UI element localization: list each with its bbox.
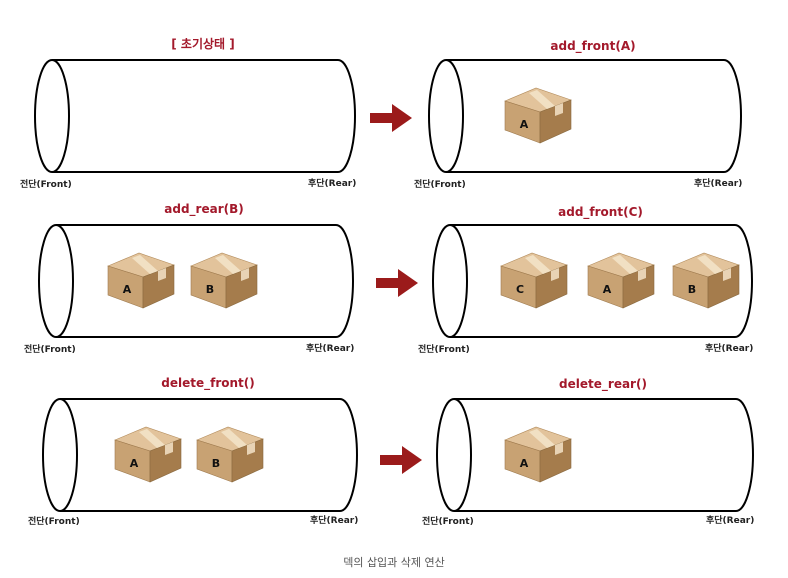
panel-title: delete_front() bbox=[161, 376, 255, 391]
deque-cylinder-body bbox=[454, 398, 754, 512]
panel-title: delete_rear() bbox=[559, 377, 647, 392]
deque-cylinder-body bbox=[60, 398, 358, 512]
box-B: B bbox=[196, 426, 264, 483]
rear-label: 후단(Rear) bbox=[306, 342, 354, 354]
deque-cylinder-body bbox=[446, 59, 742, 173]
deque-cylinder-body bbox=[450, 224, 753, 338]
deque-panel-6: delete_rear() 전단(Front) 후단(Rear) A bbox=[422, 377, 754, 527]
rear-label: 후단(Rear) bbox=[706, 514, 754, 526]
deque-front-opening bbox=[428, 59, 464, 173]
box-label: B bbox=[212, 457, 220, 470]
rear-label: 후단(Rear) bbox=[694, 177, 742, 189]
box-A: A bbox=[107, 252, 175, 309]
box-label: A bbox=[123, 283, 132, 296]
box-label: A bbox=[130, 457, 139, 470]
panel-title: [ 초기상태 ] bbox=[171, 36, 235, 51]
rear-label: 후단(Rear) bbox=[310, 514, 358, 526]
box-label: B bbox=[688, 283, 696, 296]
front-label: 전단(Front) bbox=[28, 515, 80, 527]
deque-panel-2: add_front(A) 전단(Front) 후단(Rear) A bbox=[414, 39, 742, 190]
box-label: A bbox=[603, 283, 612, 296]
deque-panel-3: add_rear(B) 전단(Front) 후단(Rear) A B bbox=[24, 202, 354, 355]
box-label: B bbox=[206, 283, 214, 296]
panel-title: add_rear(B) bbox=[164, 202, 243, 217]
front-label: 전단(Front) bbox=[24, 343, 76, 355]
deque-panel-1: [ 초기상태 ] 전단(Front) 후단(Rear) bbox=[20, 36, 356, 190]
panel-title: add_front(A) bbox=[550, 39, 635, 54]
deque-front-opening bbox=[432, 224, 468, 338]
figure-caption: 덱의 삽입과 삭제 연산 bbox=[343, 556, 445, 569]
box-label: C bbox=[516, 283, 524, 296]
front-label: 전단(Front) bbox=[418, 343, 470, 355]
deque-front-opening bbox=[436, 398, 472, 512]
deque-panel-5: delete_front() 전단(Front) 후단(Rear) A B bbox=[28, 376, 358, 527]
deque-panel-4: add_front(C) 전단(Front) 후단(Rear) C A B bbox=[418, 205, 753, 355]
box-B: B bbox=[672, 252, 740, 309]
transition-arrow bbox=[376, 269, 418, 297]
box-A: A bbox=[587, 252, 655, 309]
deque-front-opening bbox=[42, 398, 78, 512]
box-label: A bbox=[520, 118, 529, 131]
rear-label: 후단(Rear) bbox=[705, 342, 753, 354]
deque-cylinder-body bbox=[52, 59, 356, 173]
front-label: 전단(Front) bbox=[422, 515, 474, 527]
panel-title: add_front(C) bbox=[558, 205, 643, 220]
box-B: B bbox=[190, 252, 258, 309]
deque-front-opening bbox=[34, 59, 70, 173]
box-A: A bbox=[504, 426, 572, 483]
box-label: A bbox=[520, 457, 529, 470]
box-A: A bbox=[114, 426, 182, 483]
front-label: 전단(Front) bbox=[414, 178, 466, 190]
front-label: 전단(Front) bbox=[20, 178, 72, 190]
rear-label: 후단(Rear) bbox=[308, 177, 356, 189]
box-A: A bbox=[504, 87, 572, 144]
transition-arrow bbox=[380, 446, 422, 474]
deque-front-opening bbox=[38, 224, 74, 338]
deque-cylinder-body bbox=[56, 224, 354, 338]
box-C: C bbox=[500, 252, 568, 309]
transition-arrow bbox=[370, 104, 412, 132]
